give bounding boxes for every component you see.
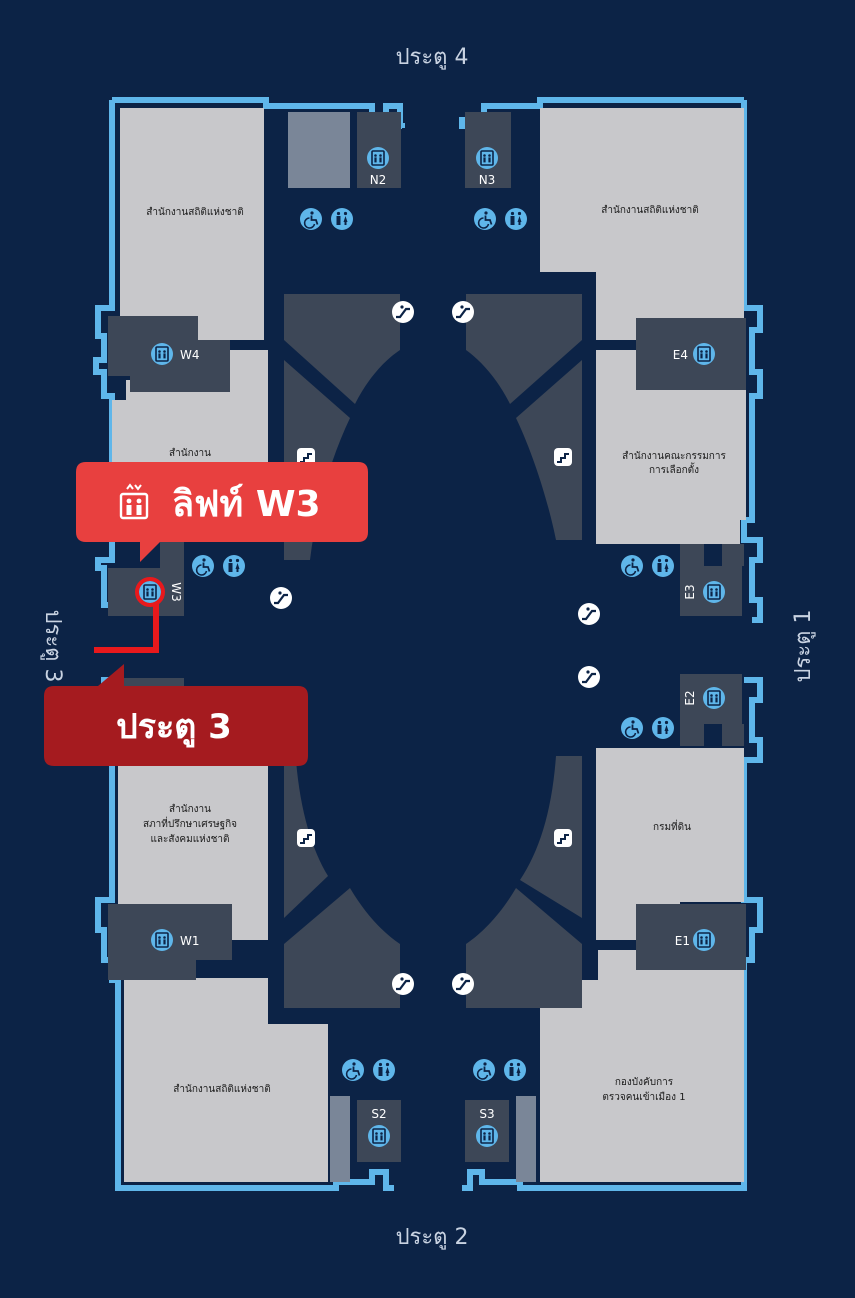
elevator-icon xyxy=(150,928,174,952)
office-label-w-upper: สำนักงาน xyxy=(169,448,211,459)
elevator-icon xyxy=(366,146,390,170)
office-label-w-lower-3: และสังคมแห่งชาติ xyxy=(150,834,229,845)
office-label-w-lower-2: สภาที่ปรึกษาเศรษฐกิจ xyxy=(143,816,237,830)
restroom-icon xyxy=(223,555,245,577)
escalator-icon xyxy=(450,299,476,325)
elevator-icon xyxy=(119,483,149,520)
elevator-icon xyxy=(150,342,174,366)
callout-gate: ประตู 3 xyxy=(44,664,308,766)
lift-code-s2: S2 xyxy=(371,1107,386,1121)
wheelchair-icon xyxy=(620,554,644,578)
lift-code-e1: E1 xyxy=(675,934,690,948)
atrium-wedges xyxy=(284,294,582,1008)
elevator-icon xyxy=(367,1124,391,1148)
escalator-icon xyxy=(553,447,573,467)
elevator-icon xyxy=(692,342,716,366)
wheelchair-icon xyxy=(341,1058,365,1082)
gate-labels: ประตู 4 ประตู 2 ประตู 1 ประตู 3 xyxy=(40,45,816,1250)
lift-code-w4: W4 xyxy=(180,348,200,362)
wheelchair-icon xyxy=(472,1058,496,1082)
route xyxy=(94,577,165,653)
lift-code-n3: N3 xyxy=(479,173,496,187)
office-label-ne: สำนักงานสถิติแห่งชาติ xyxy=(601,205,698,216)
elevator-icon xyxy=(475,1124,499,1148)
lift-code-w1: W1 xyxy=(180,934,200,948)
gate-label-3: ประตู 3 xyxy=(40,610,65,683)
escalator-icon xyxy=(268,585,294,611)
restroom-icon xyxy=(505,208,527,230)
lift-code-e3: E3 xyxy=(683,584,697,599)
wheelchair-icon xyxy=(473,207,497,231)
lift-code-s3: S3 xyxy=(479,1107,494,1121)
office-label-se-2: ตรวจคนเข้าเมือง 1 xyxy=(602,1091,685,1103)
gate-label-4: ประตู 4 xyxy=(396,45,469,70)
callout-gate-text: ประตู 3 xyxy=(116,707,232,748)
callout-lift: ลิฟท์ W3 xyxy=(76,462,368,562)
restroom-icon xyxy=(504,1059,526,1081)
restroom-icon xyxy=(373,1059,395,1081)
elevator-icon xyxy=(475,146,499,170)
office-label-se-1: กองบังคับการ xyxy=(615,1077,674,1088)
elevator-icon xyxy=(702,686,726,710)
escalator-icon xyxy=(576,664,602,690)
office-label-e-upper-1: สำนักงานคณะกรรมการ xyxy=(622,451,726,462)
elevator-icon xyxy=(138,580,162,604)
wheelchair-icon xyxy=(191,554,215,578)
office-label-nw: สำนักงานสถิติแห่งชาติ xyxy=(146,207,243,218)
office-label-e-upper-2: การเลือกตั้ง xyxy=(649,462,699,476)
office-label-sw: สำนักงานสถิติแห่งชาติ xyxy=(173,1084,270,1095)
elevator-icon xyxy=(692,928,716,952)
office-labels: สำนักงานสถิติแห่งชาติ สำนักงาน สำนักงานส… xyxy=(143,205,727,1103)
restroom-icon xyxy=(652,555,674,577)
wheelchair-icon xyxy=(620,716,644,740)
route-target-marker xyxy=(135,577,165,607)
lift-code-w3: W3 xyxy=(169,582,183,602)
lift-code-e2: E2 xyxy=(683,690,697,705)
escalator-icon xyxy=(296,828,316,848)
restroom-icon xyxy=(331,208,353,230)
escalator-icon xyxy=(390,299,416,325)
gate-label-2: ประตู 2 xyxy=(396,1225,469,1250)
escalator-icon xyxy=(553,828,573,848)
office-label-w-lower-1: สำนักงาน xyxy=(169,804,211,815)
wheelchair-icon xyxy=(299,207,323,231)
lift-code-e4: E4 xyxy=(673,348,688,362)
elevators: N2 N3 W4 E4 W3 E3 E2 W1 E1 S2 S3 xyxy=(138,146,726,1148)
escalator-icon xyxy=(576,601,602,627)
office-label-e-lower: กรมที่ดิน xyxy=(653,819,691,833)
callout-lift-text: ลิฟท์ W3 xyxy=(172,483,321,525)
restroom-icon xyxy=(652,717,674,739)
escalator-icon xyxy=(390,971,416,997)
office-blocks xyxy=(112,108,746,1182)
elevator-icon xyxy=(702,580,726,604)
escalator-icon xyxy=(450,971,476,997)
gate-label-1: ประตู 1 xyxy=(791,610,816,683)
lift-code-n2: N2 xyxy=(370,173,387,187)
